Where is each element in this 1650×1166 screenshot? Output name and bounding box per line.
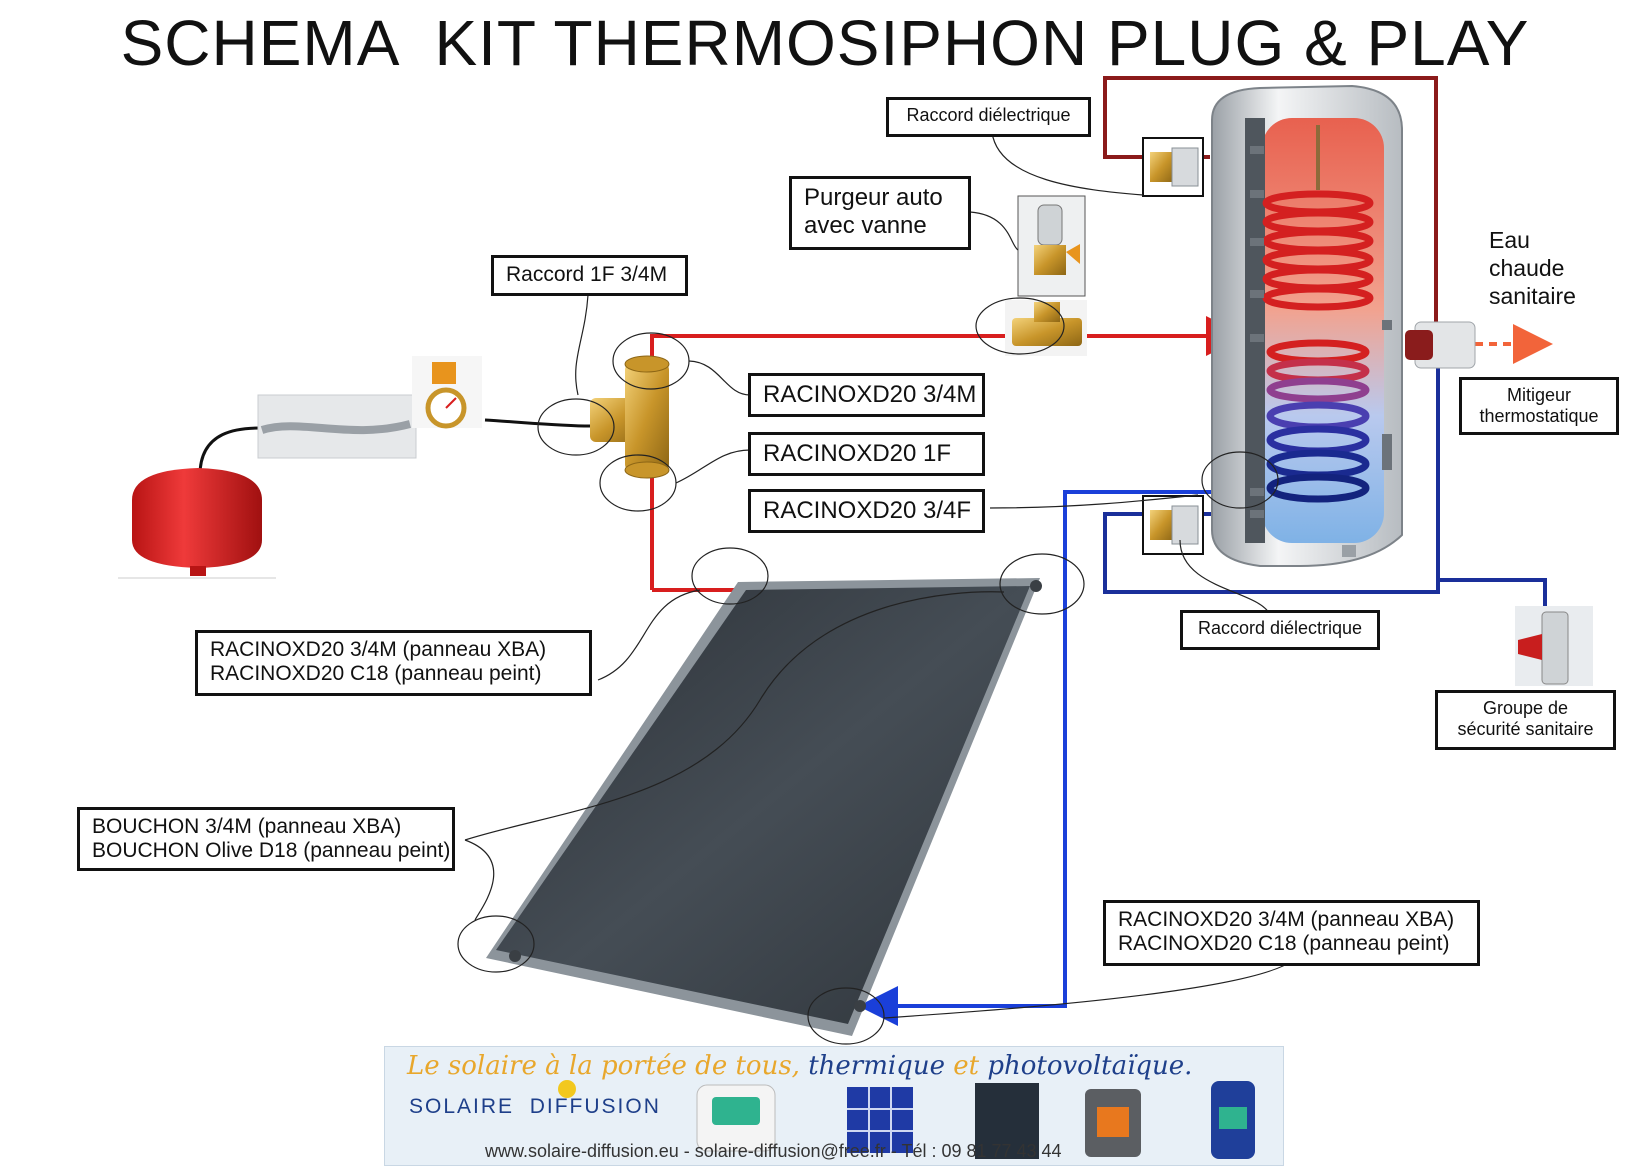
dielectric-fitting-top bbox=[1142, 137, 1204, 197]
auto-air-purger bbox=[1017, 195, 1086, 297]
footer-banner: Le solaire à la portée de tous, thermiqu… bbox=[384, 1046, 1284, 1166]
dielectric-fitting-bottom bbox=[1142, 495, 1204, 555]
controller-icon bbox=[696, 1084, 776, 1152]
page-title: SCHEMA KIT THERMOSIPHON PLUG & PLAY bbox=[120, 7, 1530, 79]
label-groupe-securite: Groupe de sécurité sanitaire bbox=[1435, 690, 1616, 750]
thermostatic-mixing-valve bbox=[1405, 321, 1476, 369]
label-racinox-1f: RACINOXD20 1F bbox=[748, 432, 985, 476]
safety-group-pipe bbox=[1438, 578, 1547, 610]
brass-tee-center bbox=[590, 355, 670, 479]
pipes bbox=[198, 76, 1553, 1026]
lower-coil bbox=[1266, 339, 1370, 503]
solar-panel bbox=[486, 578, 1042, 1036]
label-bouchon: BOUCHON 3/4M (panneau XBA) BOUCHON Olive… bbox=[77, 807, 455, 871]
label-racinox-34m: RACINOXD20 3/4M bbox=[748, 373, 985, 417]
storage-tank bbox=[1211, 84, 1403, 567]
brand-name: SOLAIRE DIFFUSION bbox=[409, 1095, 661, 1118]
label-raccord-dielectrique-bottom: Raccord diélectrique bbox=[1180, 610, 1380, 650]
brass-tee-top bbox=[1005, 300, 1087, 356]
safety-group bbox=[1515, 606, 1593, 686]
water-heater-icon bbox=[1211, 1081, 1255, 1159]
banner-slogan: Le solaire à la portée de tous, thermiqu… bbox=[407, 1051, 1193, 1081]
vessel-hose bbox=[198, 426, 261, 476]
expansion-vessel bbox=[118, 468, 276, 579]
expansion-hose bbox=[484, 418, 591, 428]
label-raccord-1f: Raccord 1F 3/4M bbox=[491, 255, 688, 296]
stove-icon bbox=[1085, 1089, 1141, 1157]
thermal-panel-icon bbox=[975, 1083, 1039, 1159]
banner-graphics bbox=[558, 1080, 1255, 1159]
tank-interior bbox=[1262, 118, 1384, 543]
hot-outlet-pipe bbox=[1103, 76, 1438, 338]
contact-line: www.solaire-diffusion.eu - solaire-diffu… bbox=[485, 1141, 1062, 1161]
label-racinox-panel-bottom: RACINOXD20 3/4M (panneau XBA) RACINOXD20… bbox=[1103, 900, 1480, 966]
pv-panel-icon bbox=[847, 1087, 913, 1153]
upper-coil bbox=[1262, 190, 1374, 311]
pressure-gauge bbox=[412, 356, 482, 429]
label-racinox-34f: RACINOXD20 3/4F bbox=[748, 489, 985, 533]
label-purgeur: Purgeur auto avec vanne bbox=[789, 176, 971, 250]
label-eau-chaude: Eau chaude sanitaire bbox=[1489, 227, 1576, 309]
cold-return-pipe bbox=[858, 490, 1232, 1026]
label-racinox-panel-top: RACINOXD20 3/4M (panneau XBA) RACINOXD20… bbox=[195, 630, 592, 696]
label-mitigeur: Mitigeur thermostatique bbox=[1459, 377, 1619, 435]
label-raccord-dielectrique-top: Raccord diélectrique bbox=[886, 97, 1091, 137]
sun-icon bbox=[558, 1080, 576, 1098]
flexible-hose bbox=[257, 394, 417, 459]
